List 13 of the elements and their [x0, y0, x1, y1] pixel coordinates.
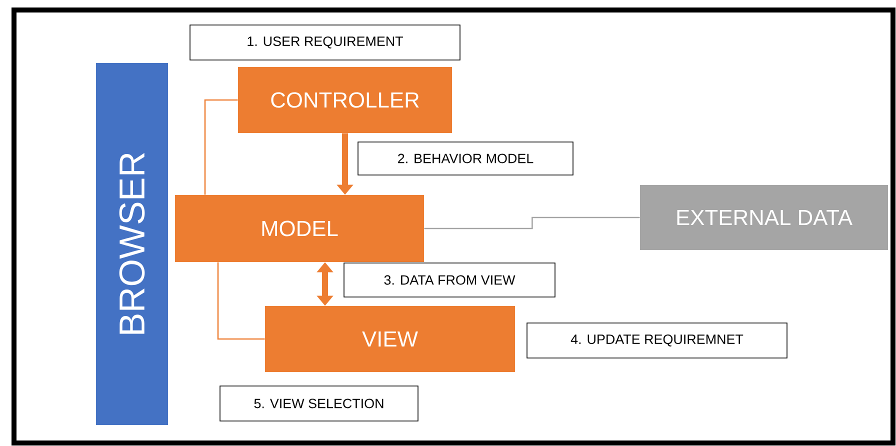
connector-line	[424, 216, 640, 230]
step-label-box: 2. BEHAVIOR MODEL	[358, 142, 574, 176]
browser-band: BROWSER	[96, 63, 168, 425]
component-box: MODEL	[175, 195, 424, 262]
external-data-box: EXTERNAL DATA	[640, 185, 888, 250]
step-label-box: 3. DATA FROM VIEW	[344, 262, 556, 298]
connector-line	[204, 99, 238, 195]
component-box: CONTROLLER	[238, 67, 452, 133]
step-label-box: 5. VIEW SELECTION	[220, 386, 418, 422]
step-label-box: 1. USER REQUIREMENT	[190, 24, 460, 60]
connector-line	[217, 262, 265, 340]
step-label-box: 4. UPDATE REQUIREMNET	[526, 322, 788, 358]
component-box: VIEW	[265, 306, 515, 372]
